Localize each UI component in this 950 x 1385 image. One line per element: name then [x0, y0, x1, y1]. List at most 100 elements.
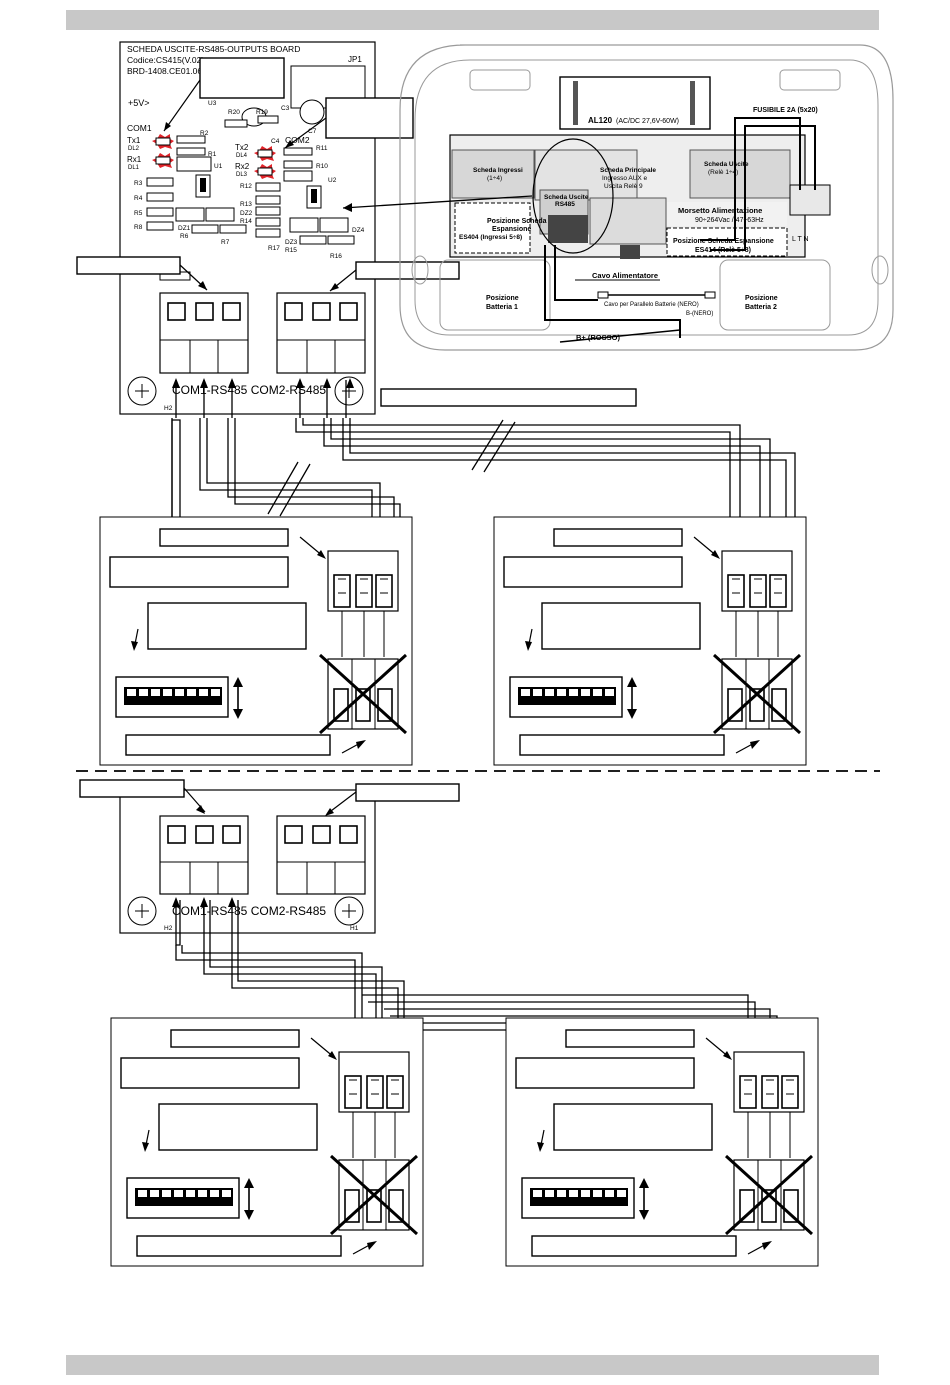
- board-brd: BRD-1408.CE01.06: [127, 66, 202, 76]
- led-rx1: [152, 153, 174, 168]
- dl4-label: DL4: [236, 153, 248, 159]
- rs485-outputs-board: SCHEDA USCITE-RS485-OUTPUTS BOARD Codice…: [76, 41, 637, 415]
- r15-label: R15: [285, 247, 297, 254]
- main-board-l2: Ingresso AUX e: [602, 175, 648, 182]
- al120-spec: (AC/DC 27,6V-60W): [616, 118, 679, 125]
- u1-label: U1: [214, 163, 223, 170]
- keypad-module-4: [504, 1016, 820, 1268]
- keypad-module-1: [98, 515, 414, 767]
- dl2-label: DL2: [128, 146, 140, 152]
- plus5v-label: +5V>: [128, 98, 150, 108]
- battery2-l1: Posizione: [745, 295, 778, 302]
- r3-label: R3: [134, 180, 143, 187]
- dz3-label: DZ3: [285, 239, 298, 246]
- dz4-label: DZ4: [352, 227, 365, 234]
- board-code: Codice:CS415(V.02): [127, 55, 204, 65]
- connector-label: COM1-RS485 COM2-RS485: [172, 383, 326, 397]
- r5-label: R5: [134, 210, 143, 217]
- label-box-com2-lower: [355, 783, 460, 802]
- input-board-sub: (1÷4): [487, 175, 502, 182]
- pos-exp2-l1: Posizione Scheda Espansione: [673, 238, 774, 245]
- top-wiring: [171, 380, 796, 548]
- r6-label: R6: [180, 233, 189, 240]
- tx2-label: Tx2: [235, 143, 249, 152]
- rs485-board-label: Scheda Uscite: [544, 194, 589, 201]
- label-box-com1-lower: [79, 779, 185, 798]
- r11-label: R11: [316, 145, 328, 152]
- label-box-wide: [380, 388, 637, 407]
- keypad-module-3: [109, 1016, 425, 1268]
- led-rx2: [254, 164, 276, 179]
- com1-label: COM1: [127, 123, 152, 133]
- rs485-board-sub: RS485: [555, 201, 575, 208]
- header-bar: [66, 10, 879, 30]
- pos-exp1-l3: ES404 (Ingressi 5÷8): [459, 234, 522, 241]
- dz1-label: DZ1: [178, 225, 191, 232]
- jp1-label: JP1: [348, 55, 362, 64]
- power-terminal-title: Morsetto Alimentazione: [678, 206, 762, 215]
- com2-terminal-block: [276, 292, 366, 374]
- r1-label: R1: [208, 151, 217, 158]
- r16-label: R16: [330, 253, 342, 260]
- led-tx1: [152, 134, 174, 149]
- power-cable-label: Cavo Alimentatore: [592, 271, 658, 280]
- label-box-com2: [355, 261, 460, 280]
- bneg-label: B-(NERO): [686, 311, 713, 317]
- c4-label: C4: [271, 138, 280, 145]
- h2-label-lower: H2: [164, 925, 173, 932]
- label-box-com1: [76, 256, 181, 275]
- r10-label: R10: [316, 163, 328, 170]
- output-board-label: Scheda Uscite: [704, 161, 749, 168]
- com2-label: COM2: [285, 135, 310, 145]
- al120-label: AL120: [588, 116, 613, 125]
- fuse-label: FUSIBILE 2A (5x20): [753, 107, 818, 114]
- callout-box-right: [325, 97, 414, 139]
- connector-label-lower: COM1-RS485 COM2-RS485: [172, 904, 326, 918]
- callout-box-upper: [199, 57, 285, 99]
- rx1-label: Rx1: [127, 155, 142, 164]
- h2-label: H2: [164, 405, 173, 412]
- r12-label: R12: [240, 183, 252, 190]
- dl3-label: DL3: [236, 172, 248, 178]
- r20-label: R20: [228, 109, 240, 116]
- c7-label: C7: [308, 128, 317, 135]
- r19-label: R19: [256, 109, 268, 116]
- c3-label: C3: [281, 105, 290, 112]
- control-panel-housing: [399, 44, 894, 351]
- board-title: SCHEDA USCITE-RS485-OUTPUTS BOARD: [127, 44, 300, 54]
- r8-label: R8: [134, 224, 143, 231]
- u2-label: U2: [328, 177, 337, 184]
- battery1-l2: Batteria 1: [486, 304, 518, 311]
- r14-label: R14: [240, 218, 252, 225]
- pos-exp1-l2: Espansione: [492, 226, 531, 233]
- battery2-l2: Batteria 2: [745, 304, 777, 311]
- rs485-board-lower: COM1-RS485 COM2-RS485 H2 H1: [79, 779, 460, 934]
- h1-label-lower: H1: [350, 925, 359, 932]
- rx2-label: Rx2: [235, 162, 250, 171]
- r13-label: R13: [240, 201, 252, 208]
- lnn-label: L T N: [792, 236, 809, 243]
- highlight-circle: [532, 138, 614, 254]
- main-board-l3: Uscita Relè 9: [604, 183, 643, 190]
- r17-label: R17: [268, 245, 280, 252]
- power-terminal-spec: 90÷264Vac / 47÷63Hz: [695, 217, 764, 224]
- dz2-label: DZ2: [240, 210, 253, 217]
- battery1-l1: Posizione: [486, 295, 519, 302]
- tx1-label: Tx1: [127, 136, 141, 145]
- main-board-label: Scheda Principale: [600, 167, 656, 174]
- output-board-sub: (Relè 1÷4): [708, 169, 738, 176]
- footer-bar: [66, 1355, 879, 1375]
- com1-terminal-block: [159, 292, 249, 374]
- u3-label: U3: [208, 100, 217, 107]
- parallel-cable-label: Cavo per Parallelo Batterie (NERO): [604, 302, 699, 308]
- dl1-label: DL1: [128, 165, 140, 171]
- r4-label: R4: [134, 195, 143, 202]
- pointer-arrow: [342, 195, 533, 209]
- input-board-label: Scheda Ingressi: [473, 167, 523, 174]
- pos-exp1-l1: Posizione Scheda: [487, 218, 547, 225]
- r7-label: R7: [221, 239, 230, 246]
- control-panel-boards: AL120 (AC/DC 27,6V-60W) FUSIBILE 2A (5x2…: [449, 76, 831, 343]
- keypad-module-2: [492, 515, 808, 767]
- r2-label: R2: [200, 130, 209, 137]
